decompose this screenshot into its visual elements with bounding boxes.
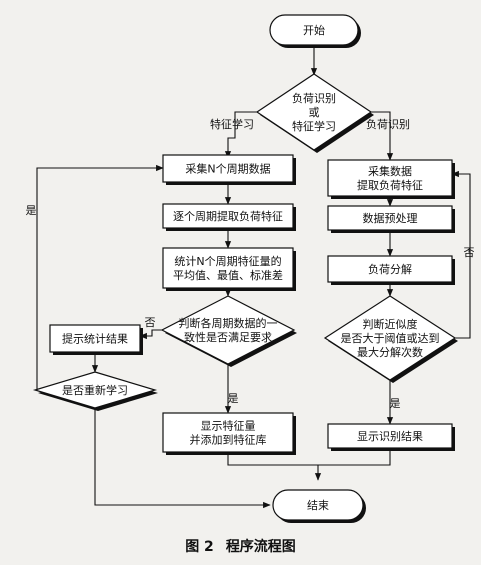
node-show-features (162, 412, 294, 453)
end-node (272, 489, 364, 521)
label-consistency-yes: 是 (228, 392, 239, 405)
node-show-result (327, 423, 453, 449)
node-extract (162, 203, 294, 229)
figure-title: 程序流程图 (225, 539, 296, 555)
flowchart: 开始负荷识别或特征学习采集N个周期数据逐个周期提取负荷特征统计N个周期特征量的平… (26, 14, 475, 523)
node-collect-data-label: 采集数据提取负荷特征 (357, 164, 423, 192)
label-branch-identify: 负荷识别 (366, 117, 410, 131)
node-decompose (327, 255, 453, 283)
node-preprocess-label: 数据预处理 (363, 211, 418, 225)
node-preprocess (327, 205, 453, 231)
node-collect-n-label: 采集N个周期数据 (185, 162, 270, 176)
label-relearn-yes: 是 (26, 204, 37, 217)
edge-mode-to-learn (224, 111, 258, 159)
label-similarity-yes: 是 (390, 397, 401, 410)
node-decompose-label: 负荷分解 (368, 262, 412, 276)
label-similarity-no: 否 (464, 246, 475, 259)
end-node-label: 结束 (307, 499, 329, 512)
flowchart-svg: 开始负荷识别或特征学习采集N个周期数据逐个周期提取负荷特征统计N个周期特征量的平… (26, 14, 475, 523)
decision-relearn-label: 是否重新学习 (62, 383, 128, 397)
edge-relearn-to-end (94, 408, 271, 509)
decision-consistency (160, 295, 296, 365)
node-prompt-result (49, 324, 141, 353)
label-branch-learn: 特征学习 (210, 117, 254, 131)
figure-number: 图 2 (185, 539, 214, 555)
figure-caption: 图 2 程序流程图 (0, 536, 481, 556)
node-prompt-result-label: 提示统计结果 (62, 333, 128, 346)
node-collect-n (162, 154, 294, 183)
edge-mode-to-identify (370, 111, 394, 161)
decision-consistency-label: 判断各周期数据的一致性是否满足要求 (179, 316, 278, 344)
node-stats-label: 统计N个周期特征量的平均值、最值、标准差 (173, 254, 283, 282)
edge-rshow-to-end (318, 448, 391, 466)
edge-relearn-loop (36, 164, 164, 390)
decision-relearn (32, 371, 158, 409)
node-show-features-label: 显示特征量并添加到特征库 (190, 419, 267, 447)
start-node-label: 开始 (303, 23, 325, 37)
start-node (269, 14, 359, 46)
edge-judge-to-prompt (139, 329, 163, 340)
edge-show-to-end (227, 452, 322, 481)
node-stats (162, 247, 294, 289)
node-extract-label: 逐个周期提取负荷特征 (173, 209, 283, 223)
node-collect-data (327, 159, 453, 197)
decision-similarity (323, 295, 457, 381)
decision-mode-label: 负荷识别或特征学习 (292, 91, 336, 133)
node-show-result-label: 显示识别结果 (357, 430, 423, 443)
decision-mode (255, 73, 373, 151)
edge-rjudge-loop (451, 170, 471, 339)
label-consistency-no: 否 (145, 316, 156, 329)
decision-similarity-label: 判断近似度是否大于阈值或达到最大分解次数 (341, 317, 440, 359)
